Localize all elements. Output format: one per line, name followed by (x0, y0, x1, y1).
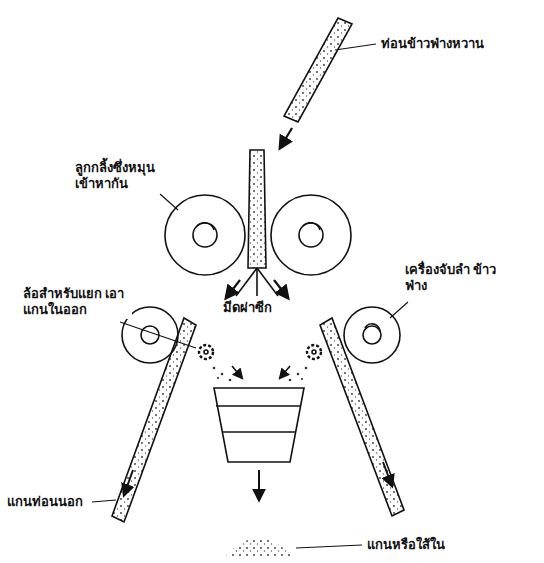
callout-label: ล้อสำหรับแยก เอาแกนในออก (22, 286, 132, 319)
hopper (214, 388, 304, 462)
callout-label: แกนท่อนนอก (6, 494, 84, 510)
outer-half-right (320, 318, 404, 516)
outer-half-left (112, 318, 196, 522)
rollers (165, 195, 351, 275)
stalk-in-rollers (248, 150, 266, 268)
callout-label: ท่อนข้าวฟ่างหวาน (380, 36, 485, 52)
knife (236, 268, 278, 296)
separator-wheels (199, 345, 321, 359)
pith-pile (226, 538, 292, 556)
callout-label: แกนหรือใส้ใน (366, 537, 446, 553)
callout-label: เครื่องจับลำ ข้าวฟ่าง (404, 262, 516, 295)
pith-stream (213, 367, 308, 382)
sweet-sorghum-stalk (284, 18, 352, 122)
callout-label: มีดผ่าซีก (222, 300, 273, 316)
leader-lines (92, 44, 408, 548)
callout-label: ลูกกลิ้งซึ่งหมุน เข้าหากัน (74, 160, 186, 193)
